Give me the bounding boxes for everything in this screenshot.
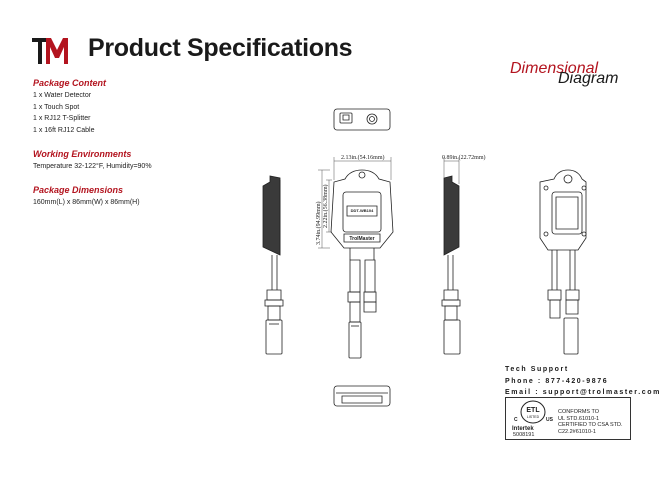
- side-view-right: [442, 176, 460, 354]
- page-title: Product Specifications: [88, 34, 353, 62]
- list-item: 1 x Water Detector: [33, 92, 92, 99]
- tech-support-heading: Tech Support: [505, 366, 569, 373]
- package-content-list: 1 x Water Detector 1 x Touch Spot 1 x RJ…: [33, 90, 94, 136]
- side-view-left: [263, 176, 283, 354]
- list-item: 1 x Touch Spot: [33, 103, 80, 111]
- width-dimension-label: 2.13in.(54.16mm): [341, 154, 385, 161]
- list-item: Temperature 32-122°F, Humidity=90%: [33, 163, 152, 170]
- top-view: [334, 109, 390, 130]
- depth-dimension-label: 0.89in.(22.72mm): [442, 154, 486, 161]
- package-dimensions-heading: Package Dimensions: [33, 185, 124, 195]
- certification-line: CERTIFIED TO CSA STD.: [558, 422, 623, 428]
- dimension-lines: [318, 157, 459, 248]
- certification-line: C22.2#61010-1: [558, 428, 596, 435]
- height-dimension-label: 3.74in.(94.99mm): [315, 202, 322, 246]
- device-brand-label: TrolMaster: [349, 236, 374, 242]
- list-item: 1 x 16ft RJ12 Cable: [33, 126, 95, 134]
- etl-us-mark: US: [546, 417, 554, 423]
- back-view: [540, 170, 586, 354]
- intertek-label: Intertek: [512, 426, 534, 432]
- working-environments-heading: Working Environments: [33, 149, 132, 159]
- support-phone: Phone : 877-420-9876: [505, 377, 609, 385]
- working-environments-list: Temperature 32-122°F, Humidity=90%: [33, 161, 152, 173]
- etl-mark-text: ETL: [526, 407, 540, 414]
- tech-support-block: Tech Support Phone : 877-420-9876 Email …: [505, 364, 660, 399]
- diagram-title-dimensional: Dimensional: [510, 60, 599, 77]
- certification-line: UL STD.61010-1: [558, 415, 600, 422]
- etl-mark-sub: LISTED: [527, 415, 540, 419]
- device-model-label: DDT-WB104: [351, 208, 374, 213]
- bottom-view: [334, 386, 390, 406]
- etl-listed-icon: ETL LISTED C US: [514, 400, 554, 424]
- intertek-number: 5008191: [513, 432, 535, 438]
- inner-height-dimension-label: 2.22in.(56.38mm): [322, 185, 329, 229]
- list-item: 1 x RJ12 T-Splitter: [33, 115, 91, 122]
- front-view: [331, 170, 393, 358]
- certification-text: CONFORMS TO UL STD.61010-1 CERTIFIED TO …: [558, 409, 623, 435]
- etl-c-mark: C: [514, 417, 518, 423]
- list-item: 160mm(L) x 86mm(W) x 86mm(H): [33, 199, 140, 206]
- certification-box: [505, 397, 631, 440]
- support-email: Email : support@trolmaster.com: [505, 389, 660, 396]
- certification-line: CONFORMS TO: [558, 409, 600, 415]
- package-content-heading: Package Content: [33, 78, 107, 88]
- diagram-title-diagram: Diagram: [558, 70, 619, 87]
- tm-logo-icon: [32, 38, 68, 64]
- dimensional-drawing: 2.13in.(54.16mm) 0.89in.(22.72mm) 3.74in…: [230, 100, 630, 420]
- package-dimensions-list: 160mm(L) x 86mm(W) x 86mm(H): [33, 197, 140, 209]
